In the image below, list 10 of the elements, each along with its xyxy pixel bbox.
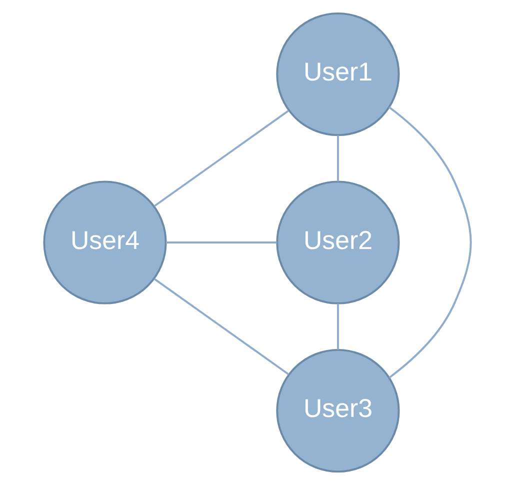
node-circle: User4 — [42, 180, 166, 304]
connector — [336, 304, 338, 350]
connector — [336, 135, 338, 182]
connector — [153, 110, 289, 207]
node-circle: User1 — [276, 12, 400, 136]
connector — [165, 242, 276, 244]
node-circle: User3 — [276, 348, 400, 473]
connector — [388, 106, 472, 379]
node-circle: User2 — [276, 180, 400, 304]
connector — [153, 278, 289, 376]
